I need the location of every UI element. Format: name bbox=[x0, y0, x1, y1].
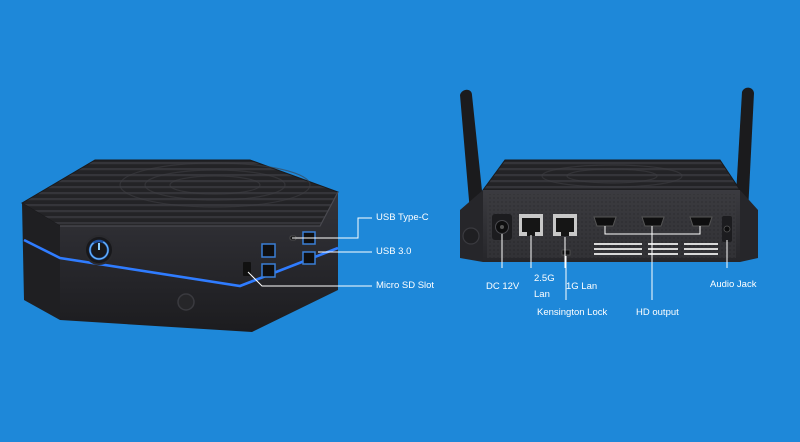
lan-25g-port bbox=[519, 214, 543, 236]
front-usb-ports bbox=[261, 231, 316, 278]
audio-jack-port bbox=[722, 216, 732, 242]
lan-1g-port bbox=[553, 214, 577, 236]
label-kensington-lock: Kensington Lock bbox=[537, 307, 608, 318]
wifi-antenna-icon bbox=[460, 87, 754, 212]
dc-12v-jack bbox=[492, 214, 512, 240]
front-device-front-face bbox=[60, 192, 338, 332]
label-audio-jack: Audio Jack bbox=[710, 279, 757, 290]
rear-vents bbox=[594, 243, 718, 255]
label-lan-25g: 2.5G bbox=[534, 273, 555, 284]
label-lan-25g-sub: Lan bbox=[534, 289, 550, 300]
front-device bbox=[21, 159, 339, 332]
front-device-top bbox=[21, 159, 339, 227]
label-lan-1g: 1G Lan bbox=[566, 281, 598, 292]
rear-device bbox=[460, 87, 758, 262]
rear-callout-lines bbox=[501, 226, 728, 300]
front-round-vent bbox=[177, 293, 195, 311]
power-button-icon bbox=[84, 235, 114, 265]
kensington-lock-slot bbox=[561, 249, 571, 256]
label-dc-12v: DC 12V bbox=[486, 281, 520, 292]
label-micro-sd-slot: Micro SD Slot bbox=[376, 280, 435, 291]
blue-accent-stripe bbox=[23, 238, 339, 288]
top-swirl-pattern bbox=[119, 162, 311, 208]
label-hd-output: HD output bbox=[636, 307, 679, 318]
front-callout-lines bbox=[247, 217, 372, 287]
label-usb-type-c: USB Type-C bbox=[376, 212, 429, 223]
front-device-left-face bbox=[22, 203, 60, 320]
label-usb-3: USB 3.0 bbox=[376, 246, 412, 257]
hd-output-ports bbox=[593, 216, 713, 227]
